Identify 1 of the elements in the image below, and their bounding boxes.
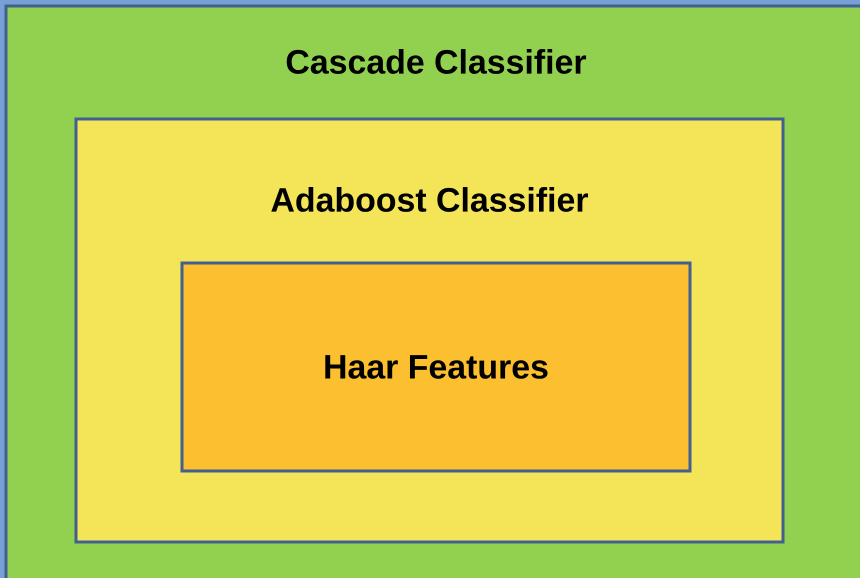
feature-box: Haar Features xyxy=(180,261,692,472)
